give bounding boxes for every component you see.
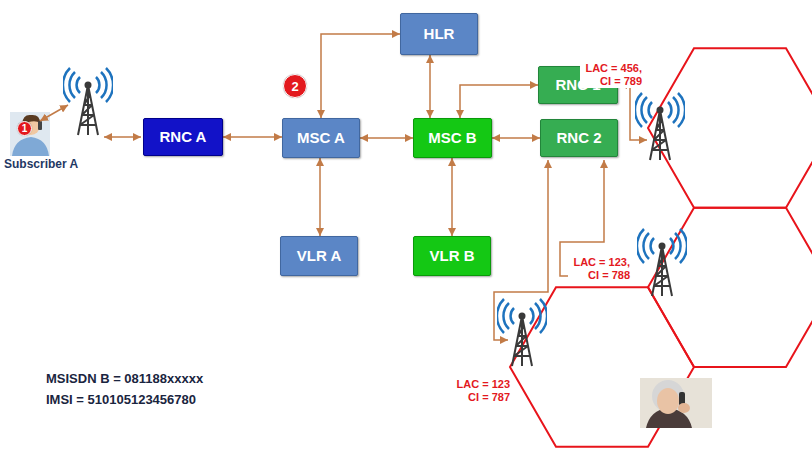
connector	[451, 158, 453, 236]
cell-hexagon	[510, 287, 694, 446]
box-label: MSC A	[297, 129, 345, 146]
switch-box: MSC A	[282, 118, 360, 158]
cell-id-label: LAC = 123 CI = 787	[448, 378, 510, 404]
shirt	[12, 137, 49, 156]
connector	[223, 136, 282, 138]
cell-hexagon	[648, 48, 812, 207]
subscriber-b-picture	[640, 378, 712, 428]
radio-link	[40, 105, 68, 121]
connector	[429, 55, 431, 118]
switch-box: MSC B	[413, 118, 492, 158]
connector	[319, 158, 321, 236]
photo-ground	[640, 378, 712, 428]
box-label: RNC A	[160, 128, 207, 145]
face	[657, 388, 679, 414]
base-station-tower	[497, 299, 547, 366]
base-station-tower	[637, 229, 687, 296]
base-station-tower	[635, 93, 685, 160]
cell-hexagon	[648, 208, 812, 367]
subscriber-label: Subscriber A	[4, 157, 78, 171]
callout-number: 1	[17, 121, 32, 136]
controller-box: RNC 2	[540, 119, 618, 157]
connector	[321, 34, 400, 118]
box-label: RNC 2	[556, 129, 601, 146]
tower-link	[104, 136, 141, 138]
msisdn-text: MSISDN B = 081188xxxxx	[46, 371, 203, 387]
box-label: VLR B	[430, 247, 475, 264]
register-box: VLR A	[280, 236, 358, 276]
connector	[492, 137, 540, 139]
hand	[678, 403, 690, 413]
phone	[38, 121, 42, 130]
controller-box: RNC A	[143, 118, 223, 156]
tower-link	[619, 85, 647, 140]
register-box: VLR B	[413, 236, 491, 276]
box-label: MSC B	[428, 129, 476, 146]
box-label: VLR A	[297, 247, 341, 264]
cell-id-label: LAC = 456, CI = 789	[580, 62, 642, 88]
register-box: HLR	[400, 13, 478, 55]
base-station-tower	[63, 68, 113, 135]
cell-id-label: LAC = 123, CI = 788	[568, 256, 630, 282]
connector	[360, 137, 413, 139]
connector	[460, 85, 538, 118]
imsi-text: IMSI = 510105123456780	[46, 392, 196, 408]
box-label: HLR	[424, 25, 455, 42]
callout-number: 2	[283, 74, 307, 98]
tower-link	[494, 160, 548, 340]
